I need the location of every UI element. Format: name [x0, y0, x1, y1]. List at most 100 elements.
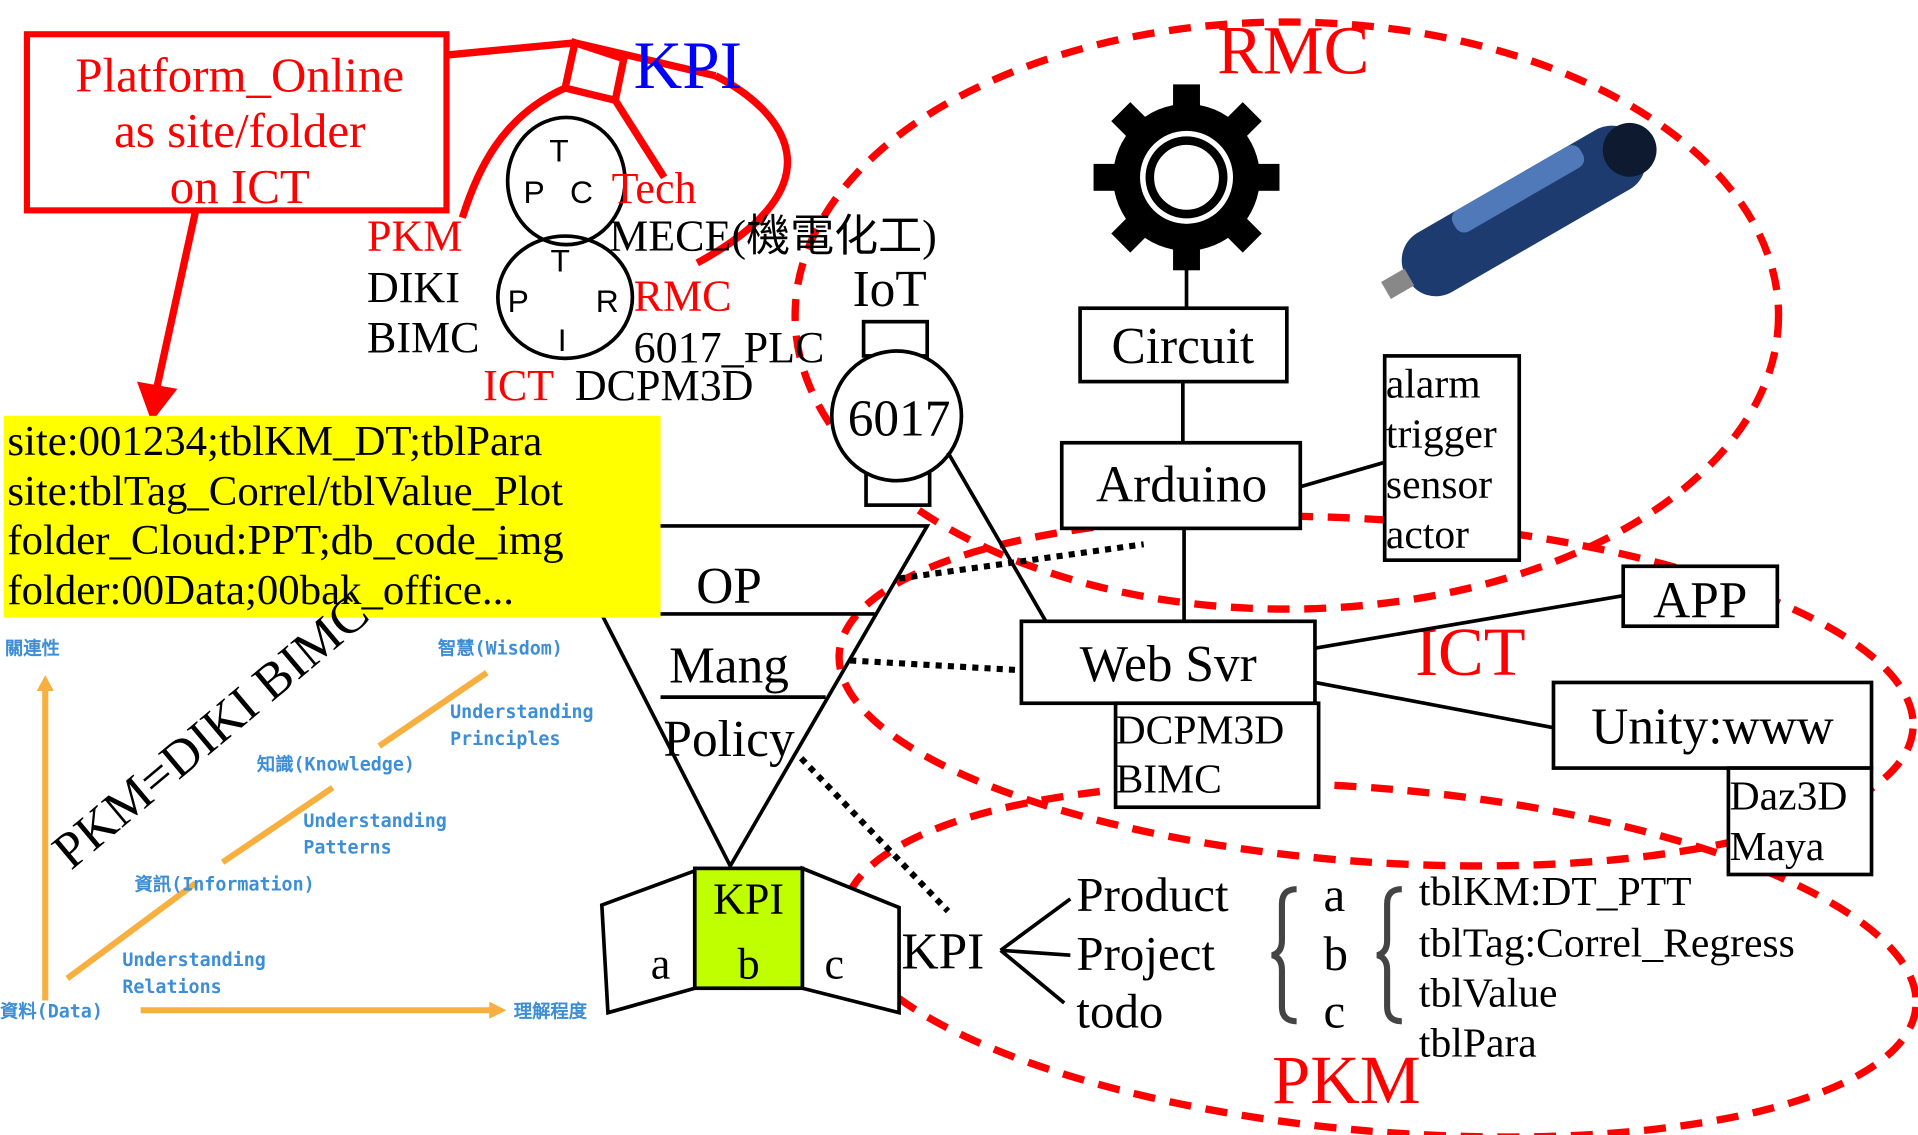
circle-tpc: T P C [505, 115, 627, 247]
dikw-overlay: PKM=DIKI BIMC [42, 584, 380, 880]
kpi-table: tblKM:DT_PTT [1419, 868, 1692, 914]
dikw-note: Principles [450, 729, 560, 750]
io-list: alarm trigger sensor actor [1382, 354, 1522, 562]
node-6017-label: 6017 [848, 390, 951, 447]
dikw-knowledge: 知識(Knowledge) [256, 754, 415, 776]
kpi-letter: c [1324, 983, 1346, 1038]
unity-node: Unity:www Daz3D Maya [1551, 680, 1874, 877]
book-b: b [738, 939, 760, 988]
io-item: alarm [1386, 360, 1481, 406]
region-rmc-label: RMC [1217, 12, 1369, 88]
label-rmc: RMC [634, 272, 732, 321]
note-line: site:tblTag_Correl/tblValue_Plot [7, 468, 563, 515]
app-node: APP [1621, 564, 1780, 630]
kpi-table: tblValue [1419, 970, 1558, 1016]
platform-line: on ICT [170, 159, 310, 214]
dikw-note: Relations [122, 977, 221, 998]
letter-i: I [558, 322, 567, 358]
region-pkm-label: PKM [1272, 1042, 1420, 1118]
label-plc: 6017_PLC [634, 323, 825, 372]
io-item: actor [1386, 511, 1469, 557]
arrow-head-icon [137, 381, 178, 422]
pyramid-policy: Policy [663, 711, 795, 768]
platform-line: Platform_Online [75, 48, 404, 103]
letter-p: P [524, 174, 545, 210]
arduino-node: Arduino [1059, 440, 1303, 531]
kpi-table: tblTag:Correl_Regress [1419, 919, 1795, 965]
platform-line: as site/folder [114, 103, 365, 158]
dikw-note: Patterns [303, 838, 391, 859]
yellow-note: site:001234;tblKM_DT;tblPara site:tblTag… [3, 415, 661, 618]
label-tech: Tech [612, 164, 697, 213]
label-iot: IoT [853, 261, 927, 318]
label-mece: MECE(機電化工) [609, 212, 937, 261]
book-a: a [651, 939, 671, 988]
note-line: folder_Cloud:PPT;db_code_img [7, 517, 563, 564]
kpi-tree: KPI Product Project todo a b c tblKM:DT_… [902, 867, 1795, 1066]
note-line: site:001234;tblKM_DT;tblPara [7, 418, 542, 465]
kpi-top-label: KPI [634, 28, 742, 103]
kpi-letter: a [1324, 867, 1346, 922]
label-ict: ICT [483, 361, 554, 410]
label-bimc: BIMC [367, 313, 480, 362]
arduino-label: Arduino [1096, 456, 1267, 513]
web-sub-item: BIMC [1116, 756, 1222, 802]
kpi-item: Product [1076, 867, 1229, 922]
label-dcpm3d: DCPM3D [575, 361, 754, 410]
letter-r: R [596, 283, 619, 319]
kpi-item: todo [1076, 983, 1163, 1038]
region-rmc-outline [791, 18, 1783, 613]
dikw-y-axis: 關連性 [5, 637, 60, 659]
letter-t: T [549, 132, 568, 168]
kpi-book: a KPI b c [599, 865, 901, 1016]
circle-tpri: T P R I [496, 234, 635, 361]
web-sub-item: DCPM3D [1116, 707, 1285, 753]
gear-icon [1093, 84, 1280, 271]
kpi-table: tblPara [1419, 1020, 1537, 1066]
letter-c: C [570, 174, 593, 210]
letter-t: T [550, 243, 569, 279]
book-c: c [824, 939, 844, 988]
brace-icon [1271, 886, 1297, 1025]
dikw-note: Understanding [303, 811, 446, 832]
dotted-link [898, 541, 1145, 582]
letter-p: P [508, 283, 529, 319]
node-6017: 6017 [829, 319, 964, 507]
dikw-information: 資訊(Information) [135, 873, 315, 895]
dikw-x-axis: 理解程度 [514, 1001, 588, 1023]
io-item: trigger [1386, 411, 1497, 457]
dikw-note: Understanding [450, 702, 593, 723]
pyramid: OP Mang Policy [553, 524, 931, 870]
dotted-link [849, 657, 1022, 674]
region-ict-label: ICT [1415, 614, 1525, 690]
io-item: sensor [1386, 461, 1492, 507]
tpri-labels: Tech PKM MECE(機電化工) DIKI RMC BIMC 6017_P… [367, 164, 937, 410]
region-ict-outline [835, 512, 1917, 870]
pyramid-mang: Mang [669, 637, 789, 694]
kpi-root: KPI [902, 924, 985, 981]
kpi-letter: b [1324, 926, 1348, 981]
web-server-node: Web Svr DCPM3D BIMC [1019, 619, 1321, 810]
circuit-label: Circuit [1112, 318, 1255, 375]
dikw-wisdom: 智慧(Wisdom) [438, 637, 563, 659]
unity-sub-item: Maya [1730, 823, 1825, 869]
red-connectors [137, 38, 791, 422]
dikw-data: 資料(Data) [0, 1001, 103, 1023]
dikw-chart: 關連性 智慧(Wisdom) Understanding Principles … [0, 584, 594, 1023]
book-kpi: KPI [713, 875, 784, 924]
label-diki: DIKI [367, 263, 460, 312]
unity-sub-item: Daz3D [1730, 773, 1848, 819]
pyramid-op: OP [696, 558, 762, 615]
label-pkm: PKM [367, 212, 462, 261]
web-server-label: Web Svr [1080, 636, 1257, 693]
circuit-node: Circuit [1078, 306, 1289, 384]
platform-box: Platform_Online as site/folder on ICT [23, 31, 450, 214]
brace-icon [1376, 886, 1402, 1025]
note-line: folder:00Data;00bak_office... [7, 567, 514, 614]
kpi-item: Project [1076, 926, 1215, 981]
unity-label: Unity:www [1591, 699, 1834, 756]
app-label: APP [1653, 573, 1747, 630]
dikw-note: Understanding [122, 950, 265, 971]
screwdriver-image [1381, 122, 1657, 299]
